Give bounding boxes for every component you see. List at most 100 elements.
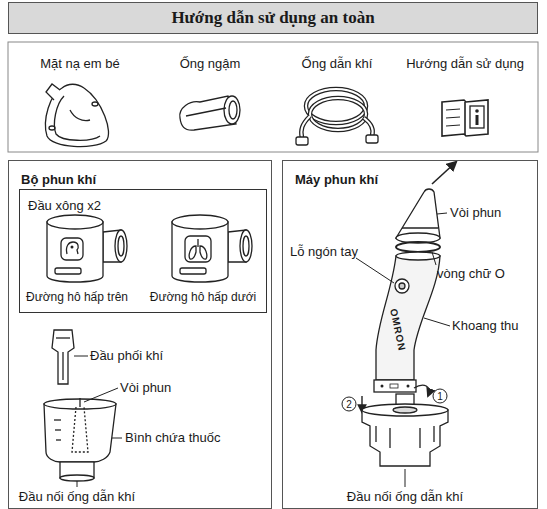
head-upper-airway-part <box>47 222 103 282</box>
tube-connector <box>362 394 448 466</box>
air-tube-part <box>364 118 373 136</box>
air-tube-part <box>310 98 366 130</box>
mouthpiece-part <box>229 101 237 119</box>
baby-mask-part <box>54 96 100 140</box>
air-tube-part <box>364 118 373 136</box>
nebulizer-body-part <box>381 385 384 388</box>
nozzle-cap-part <box>402 227 438 228</box>
tube-connector-part <box>433 426 434 442</box>
part-name: Mặt nạ em bé <box>40 56 120 71</box>
manual-icon-part <box>442 100 488 136</box>
section-heading: Bộ phun khí <box>21 172 96 187</box>
air-tube-part <box>366 135 378 143</box>
air-baffle <box>52 330 74 384</box>
leader-lines-part <box>437 213 447 214</box>
part-name: Đầu phối khí <box>90 348 163 363</box>
nebulizer-body-part <box>376 256 440 380</box>
nebulizer-body-part <box>374 380 416 392</box>
manual-icon-part <box>446 125 460 126</box>
title-band: Hướng dẫn sử dụng an toàn <box>8 2 538 34</box>
head-upper-airway-part <box>71 246 74 249</box>
callout-number: 2 <box>342 397 357 412</box>
air-tube-part <box>301 116 310 138</box>
air-tube <box>296 89 378 145</box>
leader-lines-part <box>424 318 450 326</box>
nebulizer-body-part <box>399 283 405 289</box>
head-lower-airway-part <box>197 239 198 247</box>
air-tube-part <box>310 98 366 130</box>
part-name: Đường hô hấp trên <box>26 290 128 305</box>
part-name: Lỗ ngón tay <box>290 244 358 259</box>
nebulizer-body-part <box>414 385 429 396</box>
part-name: Vòi phun <box>120 380 171 395</box>
head-upper-airway-part <box>47 215 103 229</box>
medication-bowl-part <box>44 404 116 462</box>
head-lower-airway-part <box>240 230 252 262</box>
section-panel: Bộ phun khíĐầu xông x2 <box>8 160 272 509</box>
leader-lines-part <box>356 258 394 283</box>
medication-bowl-part <box>60 475 94 481</box>
medication-bowl-part <box>55 429 61 430</box>
baby-mask-part <box>45 84 108 146</box>
air-baffle-part <box>56 337 70 338</box>
title-text: Hướng dẫn sử dụng an toàn <box>171 8 374 28</box>
manual-icon-part <box>446 117 460 118</box>
tube-connector-part <box>393 407 417 413</box>
o-ring <box>396 242 440 252</box>
manual-icon-part <box>475 109 479 113</box>
baby-mask-part <box>70 110 90 121</box>
part-name: Khoang thu <box>452 318 519 333</box>
head-lower-airway-part <box>172 222 228 282</box>
tube-connector-part <box>362 404 448 416</box>
part-name: Hướng dẫn sử dụng <box>406 56 524 71</box>
manual-icon-part <box>464 102 466 135</box>
head-upper-airway-part <box>118 236 124 256</box>
head-lower-airway-part <box>185 236 211 262</box>
tube-connector-part <box>389 428 390 448</box>
section-heading: Máy phun khí <box>295 172 378 187</box>
tube-connector-part <box>419 428 420 448</box>
manual-icon <box>442 100 488 136</box>
manual-icon-part <box>446 109 460 110</box>
leader-lines-part <box>84 388 118 402</box>
baby-mask-part <box>49 126 55 130</box>
part-name: Bình chứa thuốc <box>125 430 220 445</box>
nebulizer-body-part <box>390 384 398 388</box>
medication-bowl-part <box>44 399 116 409</box>
head-lower-airway-part <box>180 268 206 274</box>
air-tube-part <box>301 116 310 138</box>
head-upper-airway <box>47 215 127 282</box>
nozzle-cap-part <box>396 189 440 238</box>
baby-mask <box>45 84 108 147</box>
leader-lines-part <box>77 481 78 487</box>
section-heading: Đầu xông x2 <box>28 198 101 213</box>
head-upper-airway-part <box>66 242 78 254</box>
part-name: vòng chữ O <box>437 266 505 281</box>
tube-connector-part <box>375 426 376 442</box>
mouthpiece <box>180 96 240 130</box>
mouthpiece-part <box>224 96 240 124</box>
medication-bowl-part <box>56 439 61 440</box>
manual-icon-part <box>470 106 484 128</box>
top-frame <box>8 42 538 152</box>
callout-number: 1 <box>433 389 448 404</box>
head-lower-airway-part <box>200 246 207 259</box>
leader-lines-part <box>112 438 122 439</box>
head-lower-airway-part <box>172 215 228 229</box>
nozzle-cap-part <box>432 162 456 184</box>
head-upper-airway-part <box>55 268 81 274</box>
manual-icon-part <box>476 115 479 125</box>
nebulizer-body <box>362 252 440 412</box>
baby-mask-part <box>46 84 60 100</box>
leader-lines-part <box>405 469 406 487</box>
head-lower-airway <box>172 215 252 282</box>
medication-bowl-part <box>54 419 61 420</box>
head-upper-airway-part <box>115 230 127 262</box>
nozzle-cap <box>396 162 456 243</box>
leader-lines-part <box>74 356 88 357</box>
head-lower-airway-part <box>189 246 196 259</box>
leader-lines <box>74 213 450 487</box>
medication-bowl-part <box>72 407 88 452</box>
